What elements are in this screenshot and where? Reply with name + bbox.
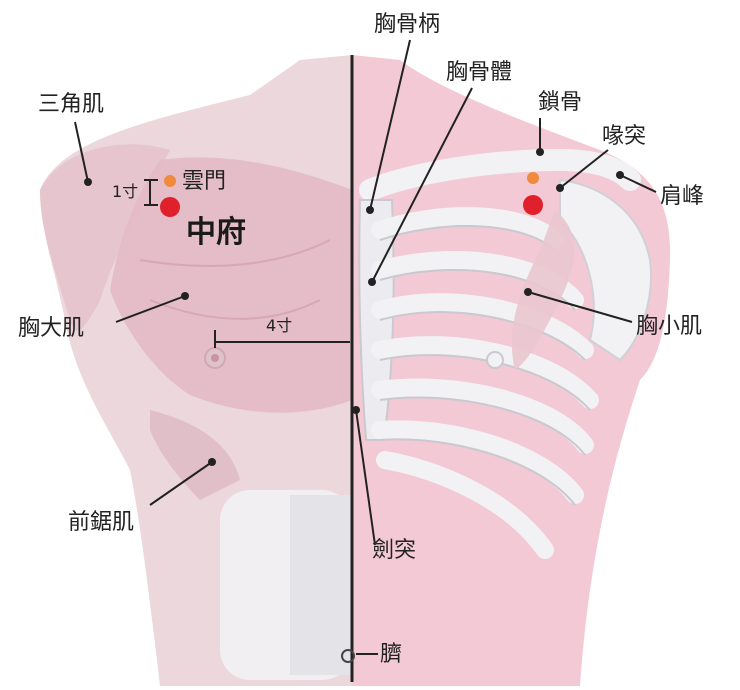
leader-lines bbox=[74, 39, 657, 655]
label-sternal-body: 胸骨體 bbox=[446, 60, 513, 85]
label-xiphoid: 劍突 bbox=[372, 538, 417, 563]
label-navel: 臍 bbox=[380, 642, 403, 667]
deltoid-dot bbox=[84, 178, 92, 186]
torso-right-half bbox=[352, 55, 671, 686]
coracoid-dot bbox=[556, 184, 564, 192]
label-pectoralis-major: 胸大肌 bbox=[18, 316, 85, 341]
sternal-body-dot bbox=[368, 278, 376, 286]
label-acromion: 肩峰 bbox=[660, 184, 705, 209]
xiphoid-dot bbox=[352, 406, 360, 414]
zhongfu-point bbox=[160, 197, 180, 217]
manubrium-dot bbox=[366, 206, 374, 214]
pectoralis-major-dot bbox=[181, 292, 189, 300]
label-deltoid: 三角肌 bbox=[38, 92, 105, 117]
label-yunmen: 雲門 bbox=[182, 169, 227, 194]
yunmen-point bbox=[164, 175, 176, 187]
label-pectoralis-minor: 胸小肌 bbox=[636, 314, 703, 339]
label-clavicle: 鎖骨 bbox=[538, 90, 583, 115]
label-one-cun: 1寸 bbox=[112, 182, 139, 201]
label-zhongfu: 中府 bbox=[186, 215, 246, 250]
navel-marker bbox=[341, 649, 355, 663]
torso-left-half bbox=[40, 55, 352, 686]
label-serratus-anterior: 前鋸肌 bbox=[68, 510, 135, 535]
zhongfu-point-right bbox=[523, 195, 543, 215]
yunmen-point-right bbox=[527, 172, 539, 184]
pectoralis-minor-dot bbox=[524, 288, 532, 296]
clavicle-dot bbox=[536, 148, 544, 156]
label-manubrium: 胸骨柄 bbox=[374, 12, 441, 37]
serratus-dot bbox=[208, 458, 216, 466]
label-four-cun: 4寸 bbox=[266, 316, 293, 335]
acromion-dot bbox=[616, 171, 624, 179]
label-coracoid: 喙突 bbox=[602, 124, 647, 149]
